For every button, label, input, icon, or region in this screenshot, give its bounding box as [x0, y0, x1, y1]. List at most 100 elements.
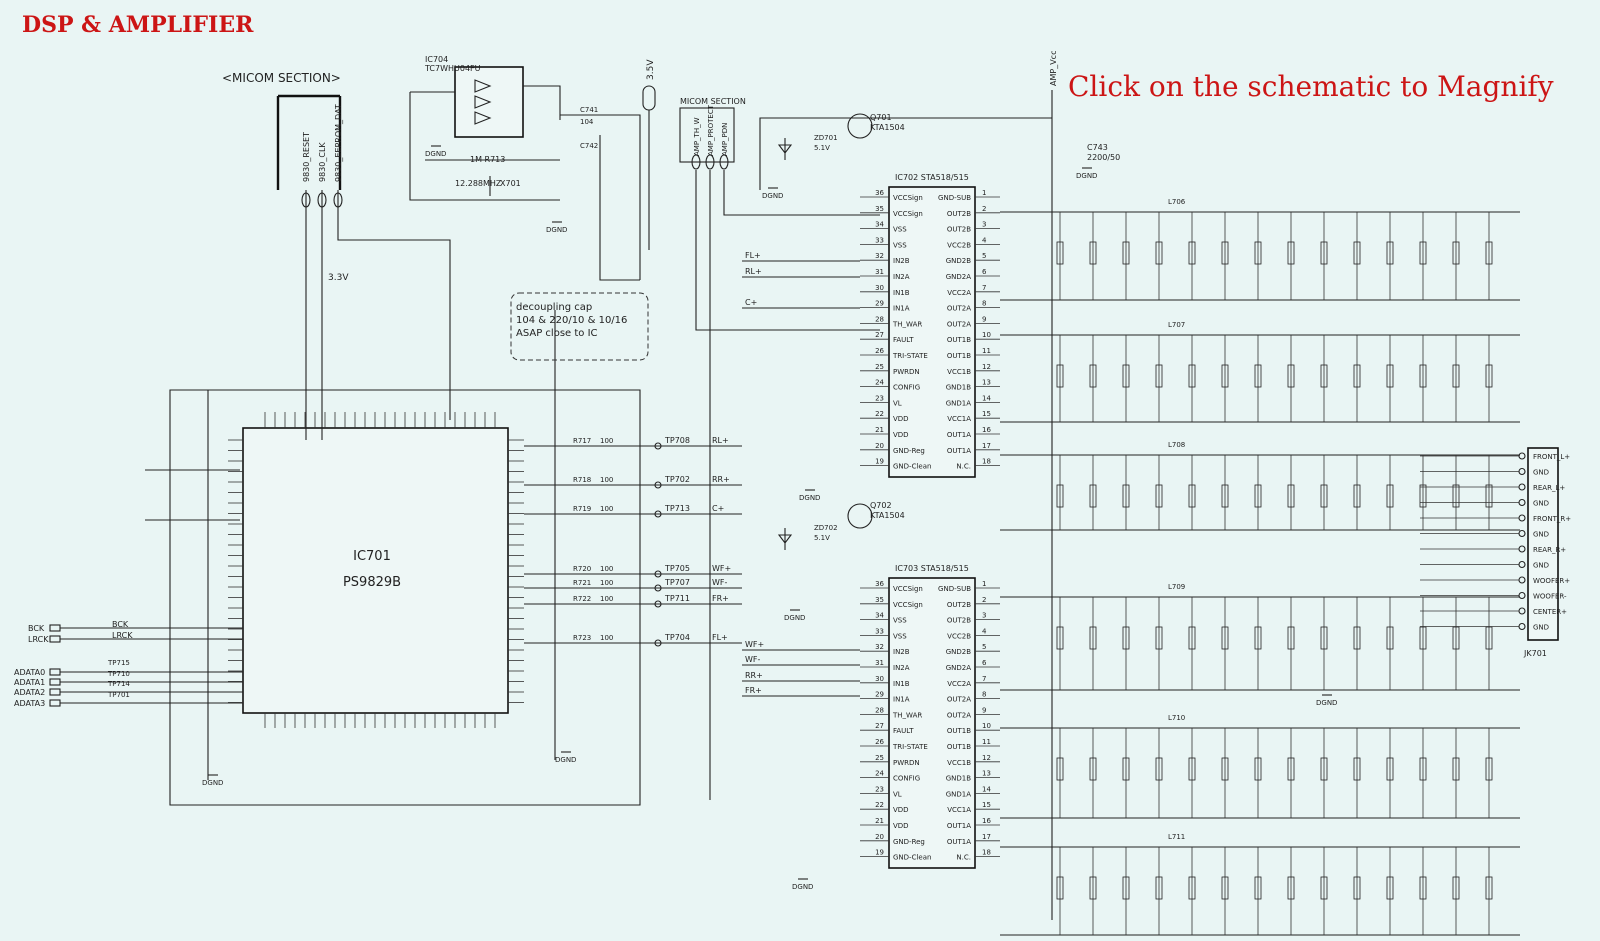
- amp-pin-name: GND-SUB: [938, 194, 971, 202]
- amp-pin-name: VCC2B: [947, 241, 971, 249]
- supply-3v5-label: 3.5V: [646, 59, 656, 80]
- q701-ref: Q701: [870, 113, 892, 122]
- ic704-part: TC7WHU04FU: [424, 64, 481, 73]
- amp-input-label: WF-: [745, 655, 761, 664]
- tp-net: FR+: [712, 594, 729, 603]
- supply-3v3-label: 3.3V: [328, 273, 349, 283]
- dgnd-label: DGND: [546, 226, 567, 234]
- amp-pin-name: OUT1A: [947, 838, 971, 846]
- tp-net: RL+: [712, 436, 729, 445]
- amp-input-label: RR+: [745, 671, 763, 680]
- amp-pin-name: TRI-STATE: [892, 743, 928, 751]
- amp-pin-name: OUT2A: [947, 696, 971, 704]
- amp-pin-num: 9: [982, 706, 986, 714]
- amp-pin-num: 22: [875, 410, 884, 418]
- amp-pin-num: 3: [982, 612, 986, 620]
- c741-value: 104: [580, 118, 594, 126]
- tp-ref: TP707: [664, 578, 690, 587]
- amp-pin-name: VCCSign: [893, 601, 923, 609]
- amp-pin-num: 21: [875, 426, 884, 434]
- jk701-pin-label: REAR_L+: [1533, 484, 1565, 492]
- amp-pin-num: 25: [875, 754, 884, 762]
- amp-pin-name: N.C.: [956, 854, 971, 862]
- transistor-q701: Q701 KTA1504: [847, 113, 905, 139]
- amp-pin-name: GND-Reg: [893, 838, 925, 846]
- amp-pin-name: TH_WAR: [892, 711, 922, 719]
- amp-pin-name: VSS: [893, 241, 907, 249]
- tp-net: WF-: [712, 578, 728, 587]
- micom-section-left-label: <MICOM SECTION>: [222, 71, 341, 85]
- q702-ref: Q702: [870, 501, 892, 510]
- amp-pin-name: OUT2A: [947, 305, 971, 313]
- amp-pin-num: 4: [982, 627, 987, 635]
- svg-text:ZD702: ZD702: [814, 524, 838, 532]
- tp-net: FL+: [712, 633, 728, 642]
- amp-pin-num: 6: [982, 268, 987, 276]
- tp-res-ref: R721: [573, 579, 591, 587]
- tp-res-value: 100: [600, 505, 613, 513]
- amp-pin-num: 6: [982, 659, 987, 667]
- tp-ref: TP708: [664, 436, 690, 445]
- q702-part: KTA1504: [870, 511, 905, 520]
- amp-pin-num: 14: [982, 785, 991, 793]
- ic702-input-labels: FL+RL+C+: [742, 251, 860, 309]
- jk701-pin-label: REAR_R+: [1533, 546, 1566, 554]
- micom-section-right-label: MICOM SECTION: [680, 97, 746, 106]
- c743-label: C743: [1087, 143, 1108, 152]
- amp-pin-name: CONFIG: [893, 775, 920, 783]
- amp-pin-name: OUT1A: [947, 822, 971, 830]
- dgnd-label: DGND: [762, 192, 783, 200]
- dgnd-label: DGND: [555, 756, 576, 764]
- amp-pin-name: GND-Clean: [893, 463, 931, 471]
- amp-pin-num: 13: [982, 770, 991, 778]
- amp-pin-name: VL: [893, 790, 902, 798]
- amp-pin-name: OUT1B: [947, 727, 971, 735]
- svg-text:5.1V: 5.1V: [814, 534, 830, 542]
- amp-pin-num: 5: [982, 643, 986, 651]
- ic702-amp: IC702 STA518/515 36VCCSign35VCCSign34VSS…: [860, 173, 1000, 478]
- svg-text:ZD701: ZD701: [814, 134, 838, 142]
- amp-pin-num: 2: [982, 205, 986, 213]
- tp-ref: TP713: [664, 504, 690, 513]
- ic701-left-pins: [228, 439, 243, 703]
- tp-ref: TP702: [664, 475, 690, 484]
- tp-res-value: 100: [600, 634, 613, 642]
- amp-pin-num: 31: [875, 659, 884, 667]
- amp-pin-num: 11: [982, 347, 991, 355]
- jk701-ref: JK701: [1523, 649, 1547, 658]
- tp-res-ref: R720: [573, 565, 591, 573]
- ic703-input-labels: WF+WF-RR+FR+: [742, 640, 860, 697]
- amp-input-label: WF+: [745, 640, 764, 649]
- amp-pin-name: OUT2B: [947, 226, 971, 234]
- amp-pin-name: IN2A: [893, 664, 910, 672]
- amp-pin-name: GND1A: [946, 790, 972, 798]
- decoupling-note-box: [510, 292, 649, 361]
- amp-pin-num: 32: [875, 252, 884, 260]
- zener-zd701: ZD701 5.1V: [777, 134, 838, 160]
- amp-pin-name: PWRDN: [893, 368, 920, 376]
- amp-pin-name: VL: [893, 399, 902, 407]
- amp-pin-name: OUT2A: [947, 320, 971, 328]
- ic704-inverter: IC704 TC7WHU04FU: [409, 55, 561, 201]
- amp-pin-num: 23: [875, 394, 884, 402]
- amp-pin-num: 10: [982, 331, 991, 339]
- filter-inductor: L707: [1168, 321, 1185, 329]
- magnify-link[interactable]: Click on the schematic to Magnify: [1068, 70, 1554, 103]
- amp-pin-name: GND2B: [946, 648, 972, 656]
- left-input-label: ADATA0: [14, 668, 45, 677]
- amp-pin-name: OUT2B: [947, 601, 971, 609]
- tp-net: C+: [712, 504, 724, 513]
- amp-pin-name: OUT1B: [947, 336, 971, 344]
- amp-pin-name: VCC2B: [947, 632, 971, 640]
- amp-pin-name: IN2B: [893, 257, 910, 265]
- zener-zd702: ZD702 5.1V: [777, 524, 838, 550]
- amp-pin-name: VCC1B: [947, 759, 971, 767]
- amp-pin-name: VDD: [893, 806, 909, 814]
- amp-pin-num: 1: [982, 580, 986, 588]
- jk701-pin-label: FRONT_R+: [1533, 515, 1571, 523]
- dgnd-label: DGND: [202, 779, 223, 787]
- amp-pin-name: OUT1A: [947, 447, 971, 455]
